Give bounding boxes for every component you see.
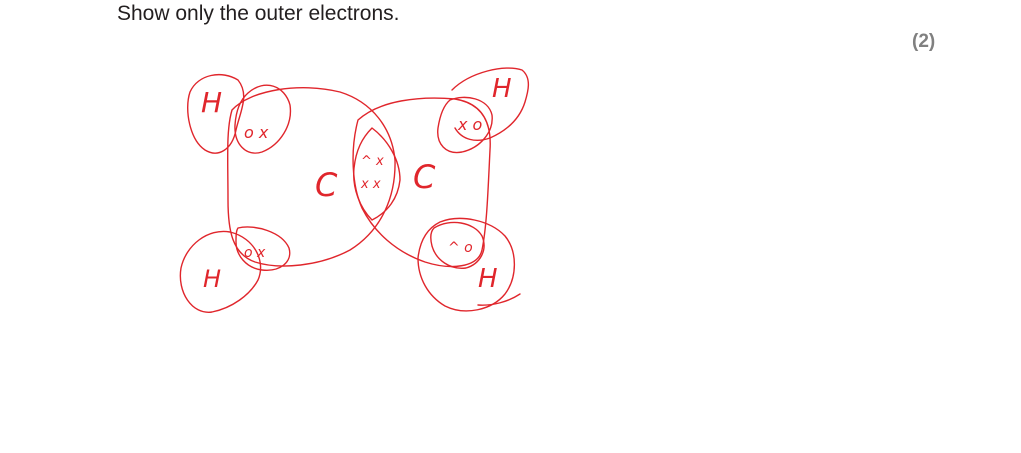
hydrogen-bottom-right-underline xyxy=(477,293,521,306)
bond-bottom-right-shell xyxy=(429,221,485,269)
double-bond-shell xyxy=(353,127,401,221)
atom-label-h-top-left: H xyxy=(201,86,222,119)
bond-bottom-left-shell xyxy=(235,226,291,271)
hydrogen-top-left-shell xyxy=(187,73,245,154)
carbon-left-shell xyxy=(226,87,396,267)
electron-pair-top-left: o x xyxy=(244,123,269,142)
atom-label-c-left: C xyxy=(315,166,338,204)
bond-top-left-shell xyxy=(234,84,292,154)
hydrogen-bottom-right-shell xyxy=(417,217,516,312)
hydrogen-top-right-shell xyxy=(451,67,530,141)
electron-pair-top-right: x o xyxy=(457,115,483,134)
atom-label-c-right: C xyxy=(413,158,436,196)
hydrogen-bottom-left-shell xyxy=(179,230,262,313)
atom-label-h-bottom-right: H xyxy=(478,264,498,294)
electron-pair-bottom-right: ^ o xyxy=(448,240,473,256)
bond-top-right-shell xyxy=(437,96,493,154)
question-text: Show only the outer electrons. xyxy=(117,2,400,25)
electron-pair-bond-top: ^ x xyxy=(361,154,384,169)
atom-label-h-top-right: H xyxy=(492,74,512,104)
electron-pair-bond-bottom: x x xyxy=(360,177,381,192)
marks-indicator: (2) xyxy=(912,31,936,52)
electron-pair-bottom-left: o x xyxy=(244,245,266,261)
atom-label-h-bottom-left: H xyxy=(203,265,221,293)
